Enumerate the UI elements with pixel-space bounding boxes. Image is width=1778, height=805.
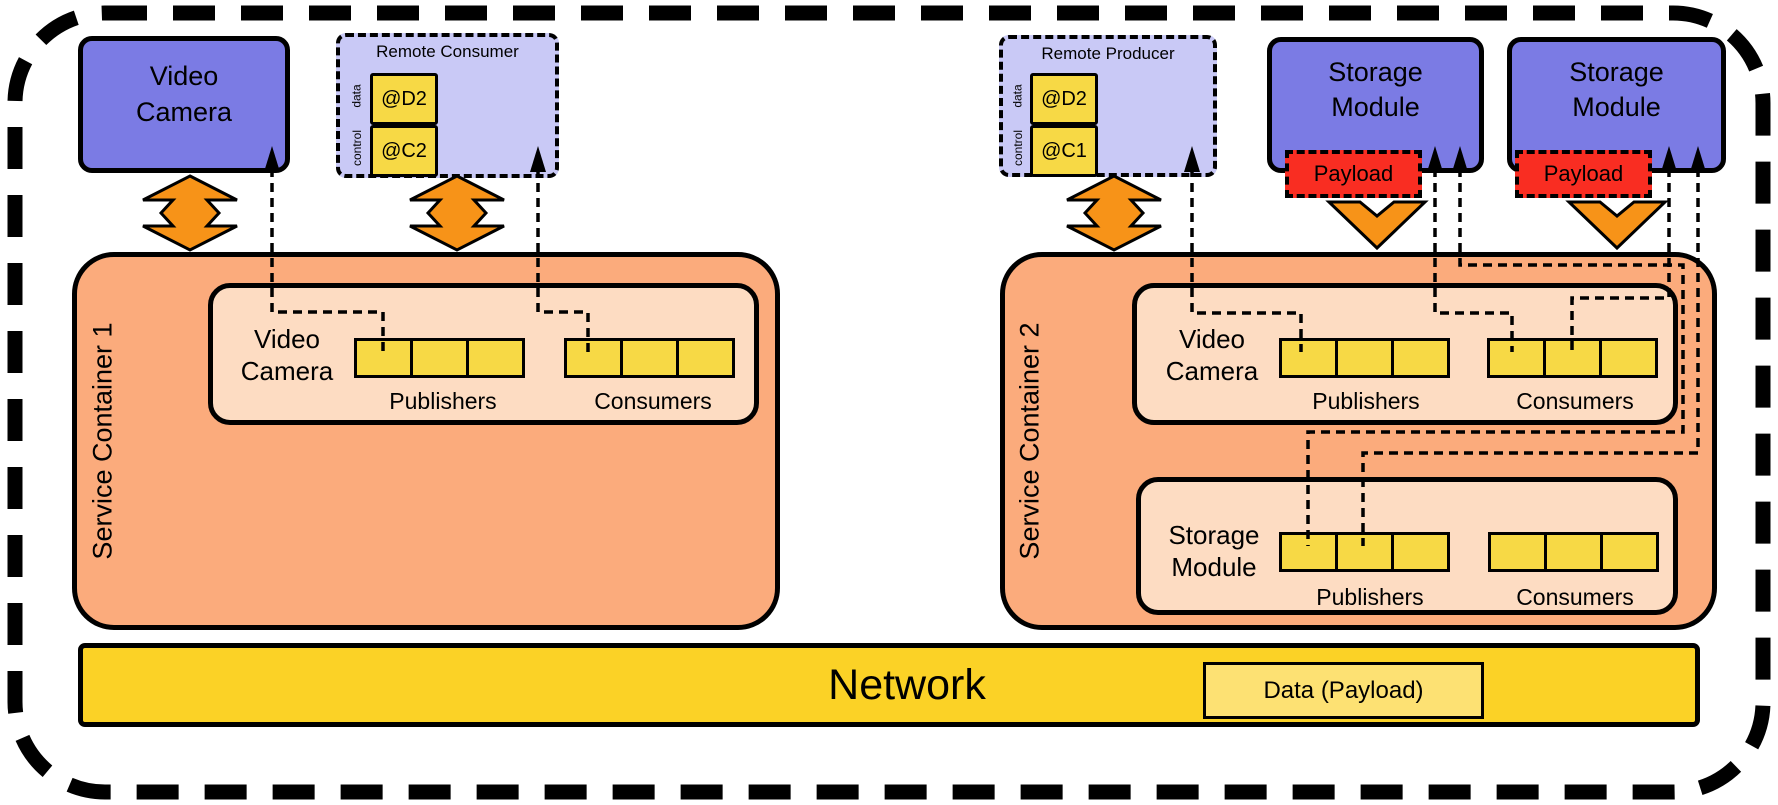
publisher-slot: [1391, 338, 1450, 378]
consumer-slot: [1544, 532, 1603, 572]
data-side-label: data: [1011, 84, 1026, 108]
data-ref-box: @D2: [1030, 73, 1098, 125]
consumer-slot: [1599, 338, 1658, 378]
publisher-slot: [1335, 338, 1394, 378]
double-arrow-video-camera: [142, 174, 238, 252]
payload-badge-2: Payload: [1515, 150, 1652, 198]
publisher-slots: [1279, 338, 1450, 378]
consumers-label: Consumers: [594, 388, 712, 414]
down-arrow-storage-2: [1565, 200, 1669, 251]
data-side-label: data: [350, 84, 365, 108]
consumer-slots: [1488, 532, 1659, 572]
control-ref-box: @C1: [1030, 125, 1098, 177]
service-container-1: Service Container 1 Video Camera Publish…: [72, 252, 780, 630]
video-camera-module-label: Video Camera: [135, 61, 233, 127]
publisher-slot: [1391, 532, 1450, 572]
payload-label: Payload: [1543, 161, 1624, 186]
publisher-slot: [354, 338, 413, 378]
service-video-camera-sc1: Video Camera Publishers Consumers: [208, 283, 759, 425]
publisher-slot: [1279, 532, 1338, 572]
data-ref-box: @D2: [370, 73, 438, 125]
remote-producer-title: Remote Producer: [1041, 44, 1175, 63]
consumer-slots: [1487, 338, 1658, 378]
service-container-1-label: Service Container 1: [87, 322, 118, 560]
remote-consumer-title: Remote Consumer: [376, 42, 519, 61]
publisher-slots: [1279, 532, 1450, 572]
video-camera-module: Video Camera: [78, 36, 290, 173]
service-storage-module-sc2: Storage Module Publishers Consumers: [1136, 477, 1678, 615]
payload-label: Payload: [1313, 161, 1394, 186]
double-arrow-remote-consumer: [409, 174, 505, 252]
service-container-2: Service Container 2 Video Camera Publish…: [1000, 252, 1717, 630]
consumer-slot: [564, 338, 623, 378]
publisher-slots: [354, 338, 525, 378]
network-label: Network: [828, 660, 986, 709]
control-side-label: control: [350, 129, 364, 167]
network-bar: Network Data (Payload): [78, 643, 1700, 727]
control-side-label: control: [1011, 129, 1025, 167]
publishers-label: Publishers: [1316, 584, 1424, 610]
consumer-slot: [1488, 532, 1547, 572]
publisher-slot: [1279, 338, 1338, 378]
publishers-label: Publishers: [1312, 388, 1420, 414]
remote-producer-box: Remote Producer data @D2 control @C1: [999, 35, 1217, 177]
down-arrow-storage-1: [1325, 200, 1429, 251]
service-name: Video Camera: [240, 324, 334, 386]
publishers-label: Publishers: [389, 388, 497, 414]
storage-module-1-label: Storage Module: [1328, 56, 1423, 122]
control-ref-box: @C2: [370, 125, 438, 177]
consumer-slot: [620, 338, 679, 378]
publisher-slot: [410, 338, 469, 378]
consumer-slot: [1543, 338, 1602, 378]
remote-consumer-box: Remote Consumer data @D2 control @C2: [336, 33, 559, 178]
payload-badge-1: Payload: [1285, 150, 1422, 198]
double-arrow-remote-producer: [1066, 174, 1162, 252]
publisher-slot: [466, 338, 525, 378]
consumer-slot: [1600, 532, 1659, 572]
consumer-slot: [1487, 338, 1546, 378]
consumers-label: Consumers: [1516, 584, 1634, 610]
service-container-2-label: Service Container 2: [1014, 322, 1045, 560]
service-name: Storage Module: [1168, 520, 1260, 582]
consumers-label: Consumers: [1516, 388, 1634, 414]
service-name: Video Camera: [1165, 324, 1259, 386]
service-video-camera-sc2: Video Camera Publishers Consumers: [1132, 283, 1678, 425]
consumer-slot: [676, 338, 735, 378]
storage-module-2-label: Storage Module: [1569, 56, 1664, 122]
data-payload-legend: Data (Payload): [1203, 662, 1484, 719]
publisher-slot: [1335, 532, 1394, 572]
consumer-slots: [564, 338, 735, 378]
